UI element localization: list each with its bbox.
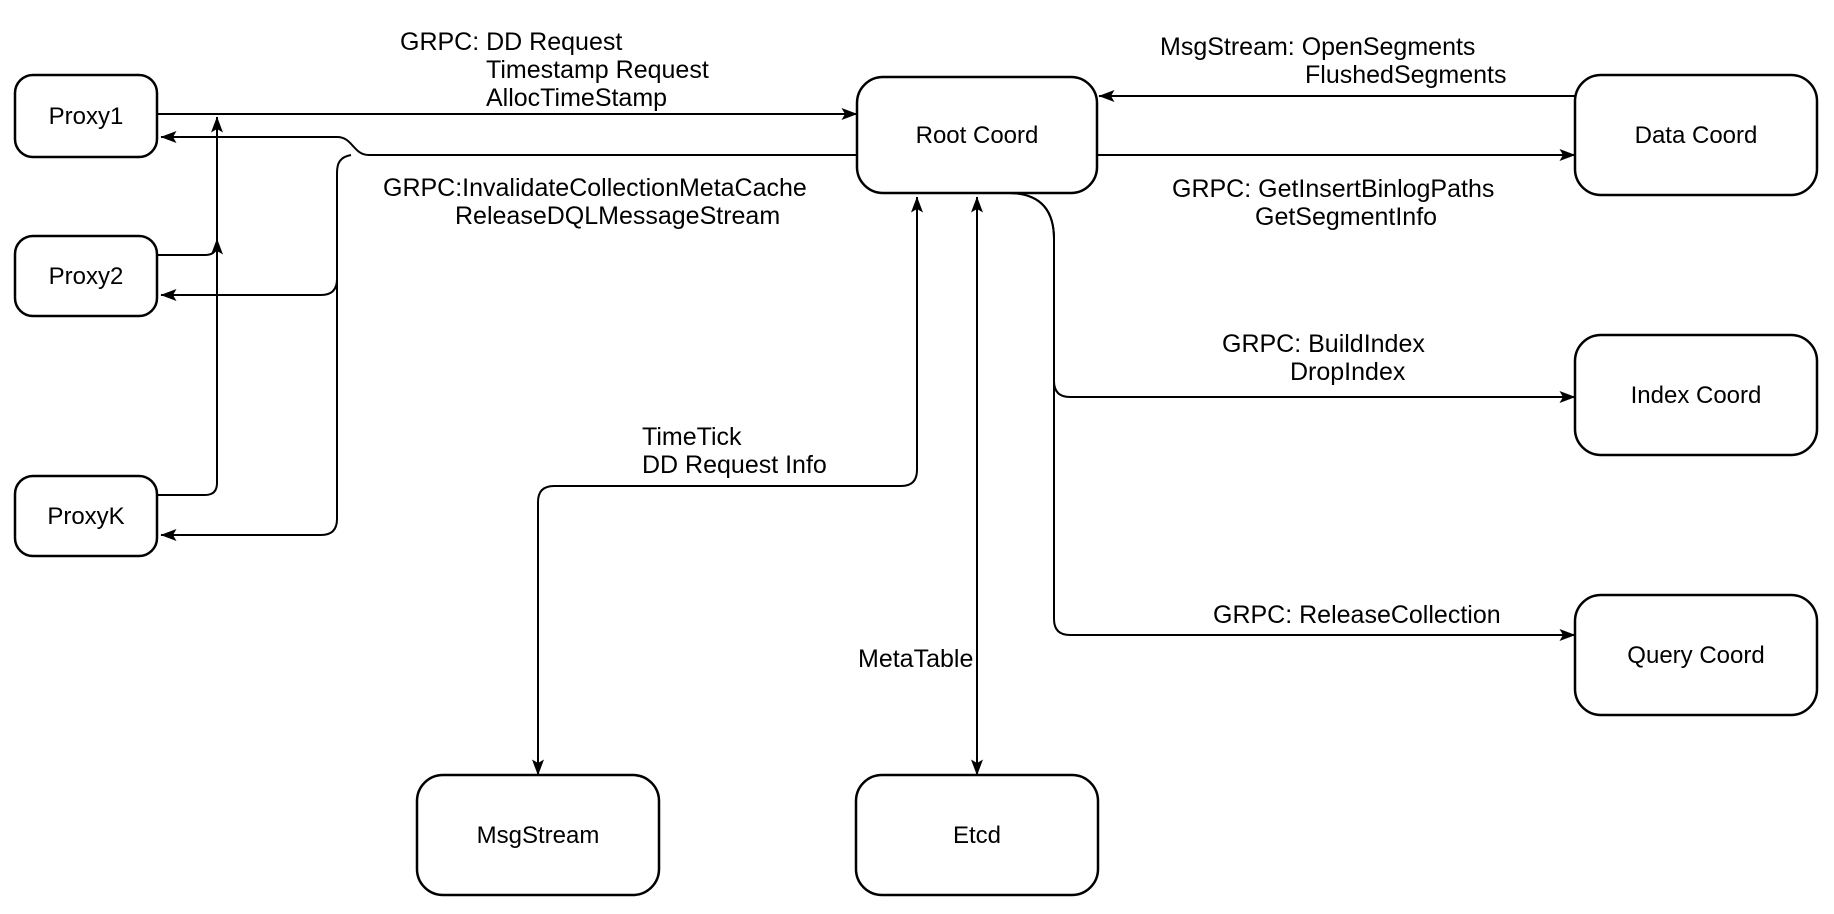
node-msgstream-label: MsgStream xyxy=(477,822,600,849)
node-query-coord-box xyxy=(1573,593,1819,717)
node-proxyk-box xyxy=(13,474,159,558)
edge-rootcoord-to-proxy2 xyxy=(160,278,338,301)
node-index-coord-label: Index Coord xyxy=(1631,382,1762,409)
node-msgstream-box xyxy=(415,773,661,897)
label-grpc-invalidate-cache-line-2: ReleaseDQLMessageStream xyxy=(455,202,780,230)
node-etcd: Etcd xyxy=(854,773,1100,897)
node-etcd-label: Etcd xyxy=(953,822,1001,849)
node-root-coord: Root Coord xyxy=(855,75,1099,195)
label-grpc-releasecollection: GRPC: ReleaseCollection xyxy=(1213,601,1501,629)
node-proxyk: ProxyK xyxy=(13,474,159,558)
label-grpc-buildindex-line-2: DropIndex xyxy=(1290,358,1406,386)
label-grpc-dd-request-line-1: GRPC: DD Request xyxy=(400,28,622,56)
node-query-coord: Query Coord xyxy=(1573,593,1819,717)
node-index-coord-box xyxy=(1573,333,1819,457)
edges-layer xyxy=(157,90,1576,776)
node-query-coord-label: Query Coord xyxy=(1627,642,1764,669)
node-root-coord-box xyxy=(855,75,1099,195)
label-msgstream-opensegments-line-1: MsgStream: OpenSegments xyxy=(1160,33,1475,61)
label-grpc-getinsertbinlogpaths-line-1: GRPC: GetInsertBinlogPaths xyxy=(1172,175,1494,203)
node-data-coord-box xyxy=(1573,73,1819,197)
label-grpc-getinsertbinlogpaths-line-2: GetSegmentInfo xyxy=(1255,203,1437,231)
node-msgstream: MsgStream xyxy=(415,773,661,897)
node-data-coord: Data Coord xyxy=(1573,73,1819,197)
edge-rootcoord-msgstream xyxy=(532,196,923,776)
edge-rootcoord-to-proxyk xyxy=(160,154,352,541)
node-etcd-box xyxy=(854,773,1100,897)
node-proxy2-label: Proxy2 xyxy=(49,263,124,290)
node-index-coord: Index Coord xyxy=(1573,333,1819,457)
label-grpc-releasecollection-line-1: GRPC: ReleaseCollection xyxy=(1213,601,1501,629)
node-proxy1: Proxy1 xyxy=(13,73,159,159)
label-timetick-line-1: TimeTick xyxy=(642,423,742,451)
edge-rootcoord-to-proxy1 xyxy=(160,131,857,156)
label-grpc-dd-request-line-2: Timestamp Request xyxy=(486,56,709,84)
node-proxyk-label: ProxyK xyxy=(47,503,124,530)
node-root-coord-label: Root Coord xyxy=(916,122,1039,149)
node-proxy1-box xyxy=(13,73,159,159)
edge-proxyk-merge-up xyxy=(157,238,223,496)
label-grpc-buildindex-line-1: GRPC: BuildIndex xyxy=(1222,330,1425,358)
label-metatable: MetaTable xyxy=(858,645,973,673)
node-proxy2-box xyxy=(13,234,159,318)
node-proxy2: Proxy2 xyxy=(13,234,159,318)
label-metatable-line-1: MetaTable xyxy=(858,645,973,673)
label-grpc-invalidate-cache-line-1: GRPC:InvalidateCollectionMetaCache xyxy=(383,174,807,202)
label-grpc-invalidate-cache: GRPC:InvalidateCollectionMetaCacheReleas… xyxy=(383,174,807,230)
node-proxy1-label: Proxy1 xyxy=(49,103,124,130)
label-msgstream-opensegments-line-2: FlushedSegments xyxy=(1305,61,1507,89)
label-timetick-line-2: DD Request Info xyxy=(642,451,827,479)
edge-rootcoord-to-querycoord xyxy=(1007,192,1576,641)
node-data-coord-label: Data Coord xyxy=(1635,122,1758,149)
label-grpc-dd-request-line-3: AllocTimeStamp xyxy=(486,84,667,112)
